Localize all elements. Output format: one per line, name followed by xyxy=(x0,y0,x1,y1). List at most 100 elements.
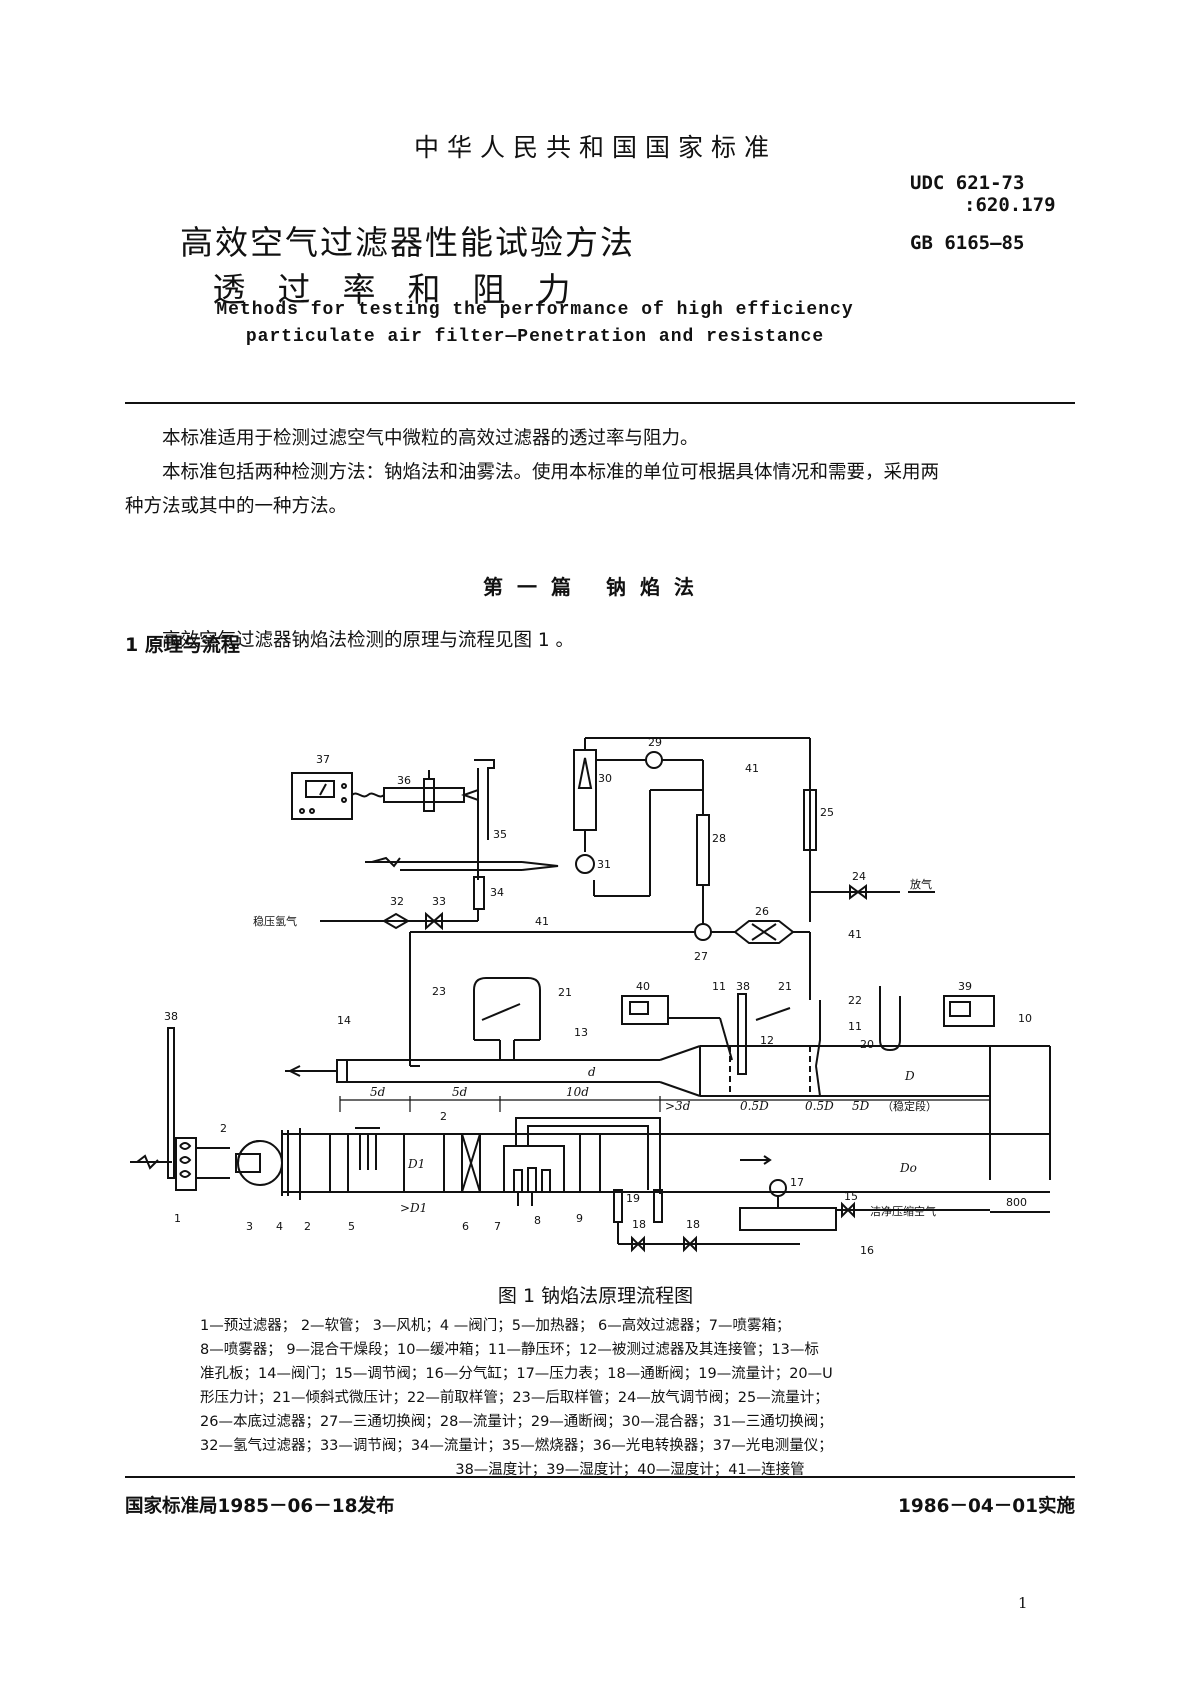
svg-text:2: 2 xyxy=(304,1220,311,1233)
supply-duct: 38 1 2 3 4 2 5 D1 >D1 2 6 xyxy=(130,1010,1050,1233)
udc-line-2: :620.179 xyxy=(964,194,1056,216)
svg-text:22: 22 xyxy=(848,994,862,1007)
legend-line: 8—喷雾器； 9—混合干燥段；10—缓冲箱；11—静压环；12—被测过滤器及其连… xyxy=(200,1342,819,1358)
udc-code: UDC 621-73 :620.179 xyxy=(910,172,1056,216)
dim-05D-a: 0.5D xyxy=(740,1099,769,1113)
svg-text:32: 32 xyxy=(390,895,404,908)
gb-number: GB 6165—85 xyxy=(910,232,1025,254)
svg-text:25: 25 xyxy=(820,806,834,819)
svg-text:29: 29 xyxy=(648,736,662,749)
page-number: 1 xyxy=(1018,1594,1028,1612)
clean-air-label: 洁净压缩空气 xyxy=(870,1204,936,1218)
svg-text:11: 11 xyxy=(712,980,726,993)
svg-text:4: 4 xyxy=(276,1220,283,1233)
dim-Do: Do xyxy=(899,1161,917,1175)
svg-text:21: 21 xyxy=(558,986,572,999)
dim-3d: >3d xyxy=(665,1099,691,1113)
svg-text:8: 8 xyxy=(534,1214,541,1227)
mixer-30: 30 31 29 41 28 xyxy=(573,736,811,924)
svg-text:30: 30 xyxy=(598,772,612,785)
legend-line: 32—氢气过滤器；33—调节阀；34—流量计；35—燃烧器；36—光电转换器；3… xyxy=(200,1438,833,1454)
section-title: 第一篇 钠焰法 xyxy=(483,575,708,599)
thermometer-38: 38 21 xyxy=(736,980,792,1075)
svg-text:13: 13 xyxy=(574,1026,588,1039)
svg-text:38: 38 xyxy=(164,1010,178,1023)
svg-text:40: 40 xyxy=(636,980,650,993)
svg-text:21: 21 xyxy=(778,980,792,993)
dim-800: 800 xyxy=(1006,1196,1027,1209)
svg-text:11: 11 xyxy=(848,1020,862,1033)
svg-text:12: 12 xyxy=(760,1034,774,1047)
svg-text:6: 6 xyxy=(462,1220,469,1233)
dim-5D: 5D xyxy=(852,1099,870,1113)
svg-text:41: 41 xyxy=(745,762,759,775)
hydrogen-label: 稳压氢气 xyxy=(253,914,297,928)
figure-caption: 图 1 钠焰法原理流程图 xyxy=(497,1285,694,1307)
svg-text:41: 41 xyxy=(535,915,549,928)
udc-line-1: UDC 621-73 xyxy=(910,172,1025,194)
svg-text:38: 38 xyxy=(736,980,750,993)
dim-5d-b: 5d xyxy=(452,1085,468,1099)
manometer-21: 21 13 xyxy=(473,977,588,1060)
bottom-filter-26: 27 26 41 41 xyxy=(409,905,862,1040)
svg-text:2: 2 xyxy=(440,1110,447,1123)
legend-line: 准孔板；14—阀门；15—调节阀；16—分气缸；17—压力表；18—通断阀；19… xyxy=(200,1366,833,1382)
dim-D: D xyxy=(904,1069,915,1083)
svg-text:16: 16 xyxy=(860,1244,874,1257)
svg-text:2: 2 xyxy=(220,1122,227,1135)
paragraph-figure-ref: 高效空气过滤器钠焰法检测的原理与流程见图 1 。 xyxy=(162,630,575,651)
title-line-2: 透过率和阻力 xyxy=(212,270,603,309)
svg-text:5: 5 xyxy=(348,1220,355,1233)
svg-text:41: 41 xyxy=(848,928,862,941)
svg-text:3: 3 xyxy=(246,1220,253,1233)
svg-text:7: 7 xyxy=(494,1220,501,1233)
dim-VD1: >D1 xyxy=(400,1201,427,1215)
title-line-1: 高效空气过滤器性能试验方法 xyxy=(180,223,635,262)
vent-valve-24: 24 放气 xyxy=(810,870,935,900)
svg-text:15: 15 xyxy=(844,1190,858,1203)
svg-text:9: 9 xyxy=(576,1212,583,1225)
svg-text:18: 18 xyxy=(632,1218,646,1231)
legend-line: 26—本底过滤器；27—三通切换阀；28—流量计；29—通断阀；30—混合器；3… xyxy=(200,1414,833,1430)
svg-text:35: 35 xyxy=(493,828,507,841)
sample-tube-23: 23 xyxy=(409,985,446,1067)
figure-legend: 1—预过滤器； 2—软管； 3—风机；4 —阀门；5—加热器； 6—高效过滤器；… xyxy=(200,1314,1060,1482)
stable-section-label: （稳定段） xyxy=(882,1099,937,1113)
dim-05D-b: 0.5D xyxy=(805,1099,834,1113)
vent-label: 放气 xyxy=(910,877,932,891)
english-title-line-1: Methods for testing the performance of h… xyxy=(216,300,854,320)
hygrometer-39: 39 xyxy=(943,980,995,1027)
svg-text:19: 19 xyxy=(626,1192,640,1205)
hydrogen-supply: 稳压氢气 32 33 xyxy=(253,895,479,931)
u-manometer-20: 22 11 20 xyxy=(815,986,901,1097)
paragraph-scope: 本标准适用于检测过滤空气中微粒的高效过滤器的透过率与阻力。 xyxy=(162,428,699,449)
dimension-line: 5d 5d 10d >3d 0.5D 0.5D 5D （稳定段） xyxy=(339,1085,990,1113)
svg-text:26: 26 xyxy=(755,905,769,918)
hygrometer-40: 40 11 xyxy=(621,980,733,1061)
dim-d: d xyxy=(588,1065,596,1079)
svg-text:20: 20 xyxy=(860,1038,874,1051)
paragraph-methods-1: 本标准包括两种检测方法：钠焰法和油雾法。使用本标准的单位可根据具体情况和需要，采… xyxy=(162,462,940,483)
compressed-air-loop: 19 18 18 17 16 15 洁净压缩空气 800 xyxy=(515,1117,1050,1257)
legend-line: 1—预过滤器； 2—软管； 3—风机；4 —阀门；5—加热器； 6—高效过滤器；… xyxy=(200,1318,791,1334)
converter-36: 36 xyxy=(383,770,479,812)
flowmeter-25: 25 xyxy=(803,789,834,851)
svg-text:1: 1 xyxy=(174,1212,181,1225)
svg-text:17: 17 xyxy=(790,1176,804,1189)
svg-text:31: 31 xyxy=(597,858,611,871)
test-duct: d 12 D 10 14 xyxy=(285,1012,1051,1180)
svg-text:23: 23 xyxy=(432,985,446,998)
heading-1: 1 原理与流程 xyxy=(125,634,240,656)
dim-D1: D1 xyxy=(407,1157,425,1171)
standard-header: 中华人民共和国国家标准 xyxy=(413,133,777,162)
issued-date: 国家标准局1985－06－18发布 xyxy=(125,1496,395,1517)
svg-text:39: 39 xyxy=(958,980,972,993)
svg-text:14: 14 xyxy=(337,1014,351,1027)
svg-text:36: 36 xyxy=(397,774,411,787)
svg-text:24: 24 xyxy=(852,870,866,883)
footer-rule xyxy=(125,1476,1075,1478)
header-rule xyxy=(125,402,1075,404)
svg-text:34: 34 xyxy=(490,886,504,899)
dim-10d: 10d xyxy=(566,1085,589,1099)
